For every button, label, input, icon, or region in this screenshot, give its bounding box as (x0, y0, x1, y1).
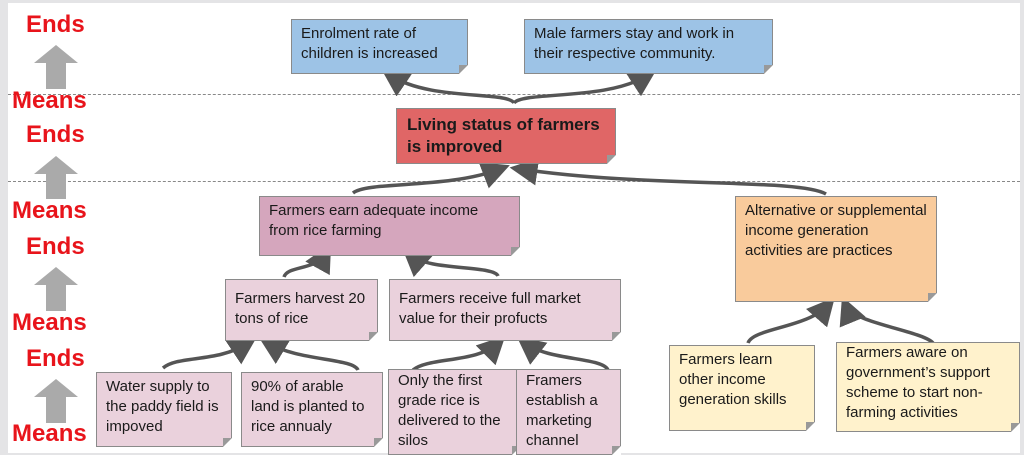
up-arrow-icon (34, 379, 78, 423)
connector-arrows (34, 45, 935, 423)
level-divider (8, 94, 1020, 95)
aware-support-box: Farmers aware on government’s support sc… (836, 342, 1020, 432)
alternative-income-box: Alternative or supplemental income gener… (735, 196, 937, 302)
learn-skills-box: Farmers learn other income generation sk… (669, 345, 815, 431)
up-arrow-icon (34, 267, 78, 311)
means-label: Means (12, 309, 87, 336)
first-grade-box: Only the first grade rice is delivered t… (388, 369, 521, 455)
enrolment-box: Enrolment rate of children is increased (291, 19, 468, 74)
living-status-box: Living status of farmers is improved (396, 108, 616, 164)
means-label: Means (12, 87, 87, 114)
diagram-canvas: Ends Means Ends Means Ends Means Ends Me… (8, 3, 1020, 455)
up-arrow-icon (34, 156, 78, 199)
harvest-box: Farmers harvest 20 tons of rice (225, 279, 378, 341)
earn-income-box: Farmers earn adequate income from rice f… (259, 196, 520, 256)
ends-label: Ends (26, 345, 85, 372)
water-supply-box: Water supply to the paddy field is impov… (96, 372, 232, 447)
male-farmers-box: Male farmers stay and work in their resp… (524, 19, 773, 74)
market-value-box: Farmers receive full market value for th… (389, 279, 621, 341)
ends-label: Ends (26, 11, 85, 38)
ends-label: Ends (26, 233, 85, 260)
arable-land-box: 90% of arable land is planted to rice an… (241, 372, 383, 447)
means-label: Means (12, 420, 87, 447)
ends-label: Ends (26, 121, 85, 148)
up-arrow-icon (34, 45, 78, 89)
marketing-channel-box: Framers establish a marketing channel (516, 369, 621, 455)
means-label: Means (12, 197, 87, 224)
means-ends-arrows (34, 45, 78, 423)
